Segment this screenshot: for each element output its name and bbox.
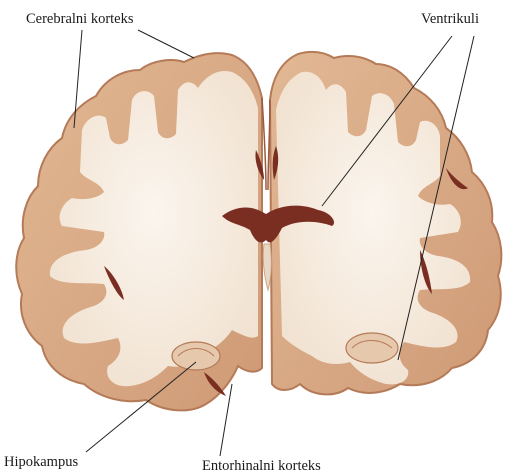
leader-line-entorhinal <box>220 384 232 456</box>
ventricles-label: Ventrikuli <box>421 12 479 27</box>
entorhinal-cortex-label: Entorhinalni korteks <box>202 459 321 474</box>
hippocampus-label: Hipokampus <box>4 455 78 470</box>
cerebral-cortex-label: Cerebralni korteks <box>26 12 134 27</box>
third-ventricle <box>263 244 271 290</box>
hippocampus-structure <box>172 342 220 370</box>
right-hippocampus-structure <box>346 333 398 363</box>
leader-line-cortex-top <box>138 30 194 58</box>
